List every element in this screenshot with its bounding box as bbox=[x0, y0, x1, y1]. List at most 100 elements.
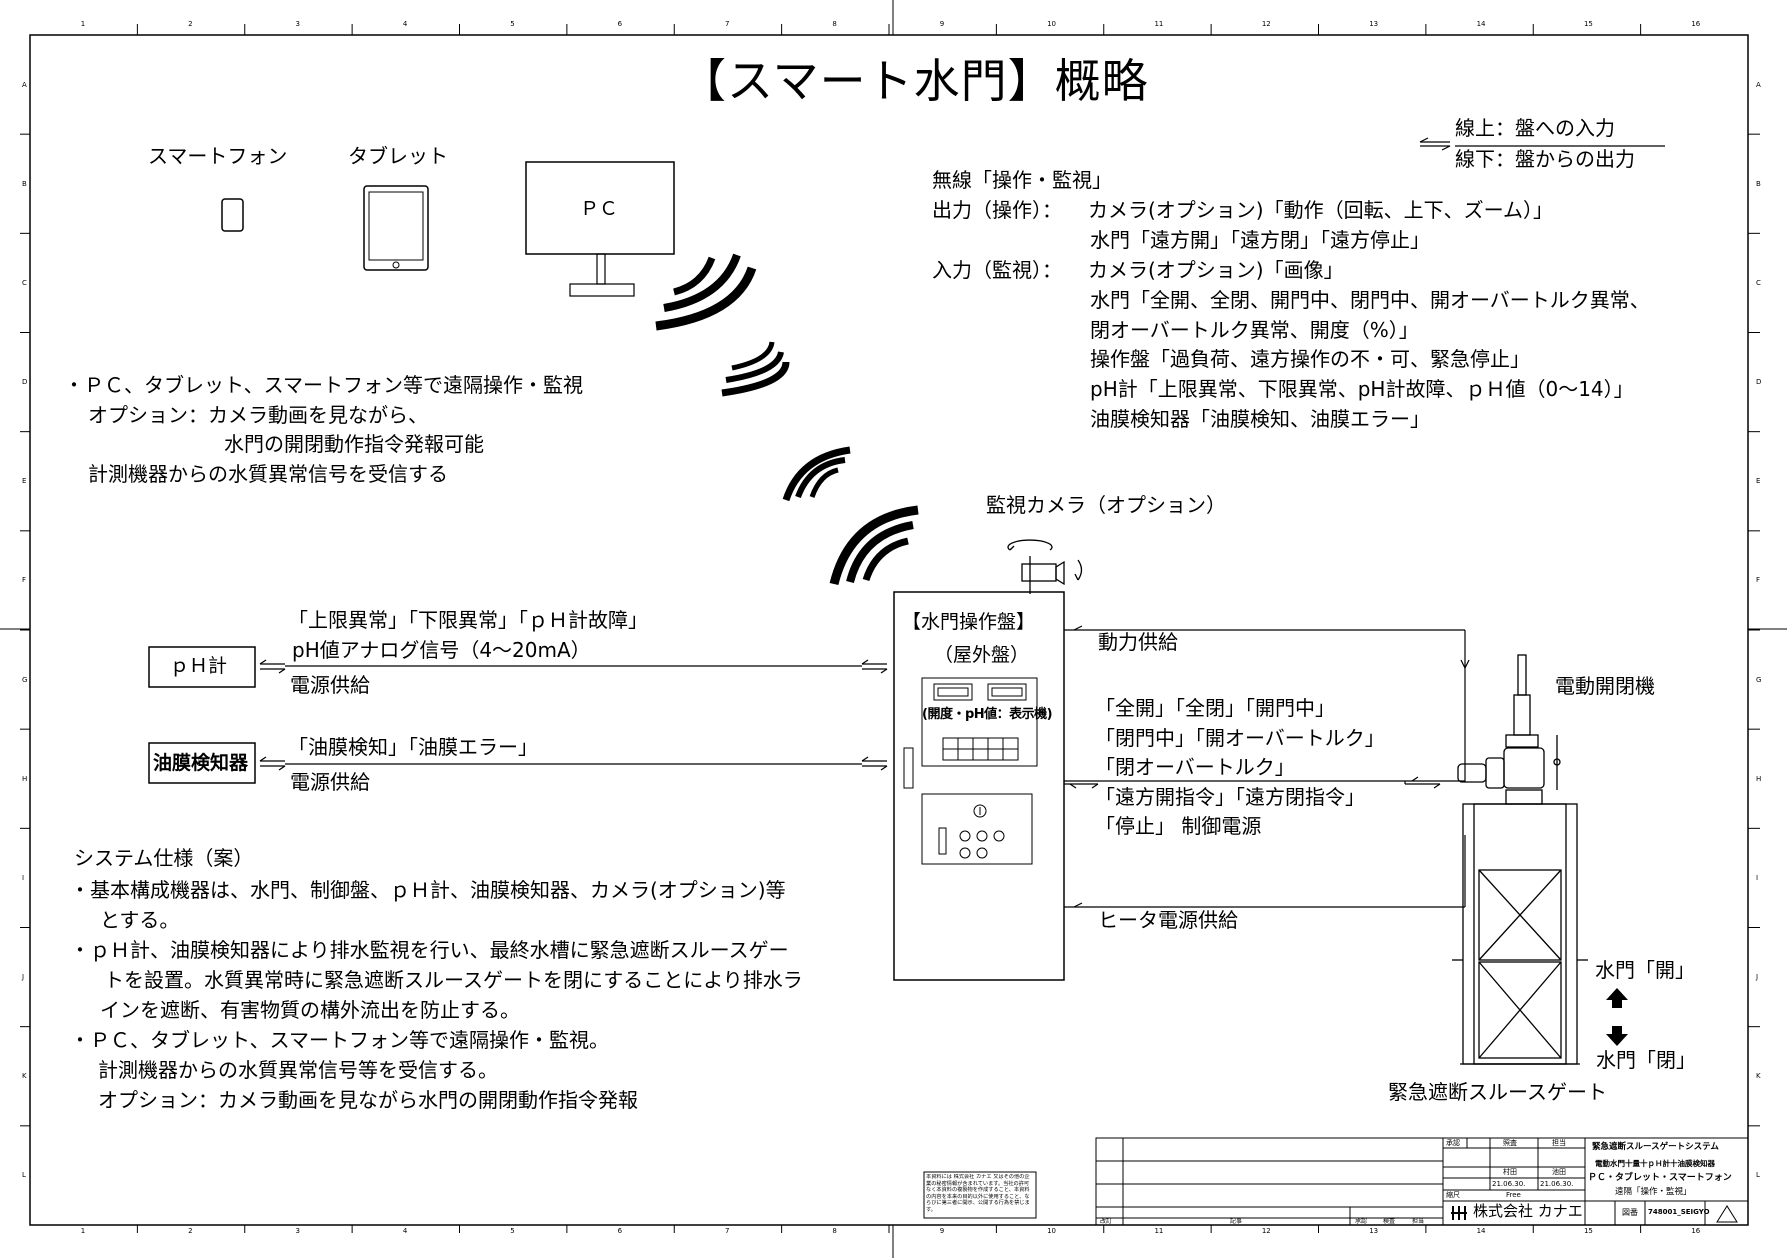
tablet-label: タブレット bbox=[348, 144, 448, 168]
legend-lower-text: 線下：盤からの出力 bbox=[1455, 147, 1635, 171]
tb-drawing-no: 748001_SEIGYO bbox=[1648, 1208, 1710, 1216]
gate-command-text: 「停止」 制御電源 bbox=[1095, 814, 1262, 838]
ruler-col-label: 9 bbox=[939, 1227, 945, 1235]
gate-command-text: 「遠方開指令」「遠方閉指令」 bbox=[1095, 785, 1365, 809]
ruler-col-label: 13 bbox=[1369, 1227, 1379, 1235]
gate-signal-lines bbox=[1064, 625, 1470, 908]
title-block-grid bbox=[1095, 1137, 1749, 1226]
wireless-input-line: 閉オーバートルク異常、開度（%）」 bbox=[1090, 318, 1419, 342]
remote-note: オプション：カメラ動画を見ながら、 bbox=[88, 403, 428, 427]
ruler-col-label: 12 bbox=[1261, 20, 1271, 28]
actuator-label: 電動開閉機 bbox=[1555, 674, 1655, 698]
legend-arrow-icon bbox=[1419, 137, 1665, 151]
ruler-col-label: 1 bbox=[80, 1227, 86, 1235]
ruler-col-label: 9 bbox=[939, 20, 945, 28]
panel-display-label: (開度・pH値：表示機) bbox=[922, 707, 1053, 722]
ruler-ticks bbox=[20, 24, 1760, 1233]
tb-rev: 承認 bbox=[1355, 1218, 1368, 1225]
tb-role: 照査 bbox=[1503, 1139, 1517, 1147]
remote-note: 水門の開閉動作指令発報可能 bbox=[224, 432, 484, 456]
ph-power-text: 電源供給 bbox=[290, 673, 370, 697]
ph-signal-text: pH値アナログ信号（4～20mA） bbox=[292, 638, 591, 662]
tb-rev: 担当 bbox=[1412, 1218, 1425, 1225]
ruler-col-label: 4 bbox=[402, 1227, 408, 1235]
smartphone-label: スマートフォン bbox=[148, 144, 288, 168]
tb-date: 21.06.30. bbox=[1540, 1180, 1574, 1188]
tb-name: 池田 bbox=[1552, 1168, 1566, 1176]
ph-signal-line bbox=[259, 659, 888, 674]
ruler-row-label: E bbox=[22, 477, 27, 486]
ruler-row-label: B bbox=[22, 179, 27, 188]
ruler-col-label: 15 bbox=[1583, 20, 1593, 28]
tb-company: 株式会社 カナエ bbox=[1473, 1202, 1583, 1220]
ruler-row-label: L bbox=[22, 1171, 26, 1180]
gate-status-text: 「閉オーバートルク」 bbox=[1095, 755, 1295, 779]
tb-role: 担当 bbox=[1552, 1139, 1566, 1147]
arrow-up-icon bbox=[1606, 988, 1628, 1008]
spec-line: オプション：カメラ動画を見ながら水門の開閉動作指令発報 bbox=[98, 1088, 638, 1112]
sluice-gate-icon bbox=[1452, 803, 1588, 1065]
gate-status-text: 「閉門中」「開オーバートルク」 bbox=[1095, 726, 1385, 750]
pc-label: ＰＣ bbox=[580, 198, 619, 220]
spec-heading: システム仕様（案） bbox=[74, 846, 254, 870]
oil-detector-box bbox=[148, 742, 256, 784]
ruler-col-label: 2 bbox=[188, 20, 193, 28]
ruler-row-label: H bbox=[1756, 774, 1762, 783]
ruler-row-label: J bbox=[22, 973, 25, 982]
ruler-row-label: I bbox=[22, 873, 25, 882]
power-supply-text: 動力供給 bbox=[1098, 630, 1178, 654]
ruler-col-label: 14 bbox=[1476, 20, 1486, 28]
ruler-col-label: 10 bbox=[1047, 20, 1056, 28]
oil-power-text: 電源供給 bbox=[290, 770, 370, 794]
remote-note: 計測機器からの水質異常信号を受信する bbox=[88, 462, 448, 486]
tb-name: 村田 bbox=[1503, 1168, 1517, 1176]
wireless-input-line: 水門「全開、全閉、開門中、閉門中、開オーバートルク異常、 bbox=[1090, 288, 1650, 312]
ruler-row-label: G bbox=[1756, 675, 1762, 684]
heater-text: ヒータ電源供給 bbox=[1098, 908, 1238, 932]
tb-rev: 検査 bbox=[1383, 1218, 1396, 1225]
spec-line: 計測機器からの水質異常信号等を受信する。 bbox=[98, 1058, 498, 1082]
oil-detector-label: 油膜検知器 bbox=[153, 752, 249, 774]
ruler-row-label: B bbox=[1756, 179, 1761, 188]
ruler-col-label: 11 bbox=[1154, 20, 1164, 28]
tablet-icon bbox=[363, 185, 429, 271]
wireless-output-line: カメラ(オプション)「動作（回転、上下、ズーム）」 bbox=[1088, 198, 1554, 222]
ruler-row-label: K bbox=[22, 1072, 27, 1081]
ruler-row-label: D bbox=[1756, 378, 1762, 387]
ruler-row-label: D bbox=[22, 378, 28, 387]
ruler-col-label: 6 bbox=[617, 20, 623, 28]
arrow-down-icon bbox=[1606, 1026, 1628, 1046]
ruler-row-label: G bbox=[22, 675, 28, 684]
ruler-col-label: 3 bbox=[295, 20, 300, 28]
ruler-col-label: 14 bbox=[1476, 1227, 1486, 1235]
gate-close-label: 水門「閉」 bbox=[1596, 1048, 1696, 1072]
ruler-col-label: 4 bbox=[402, 20, 408, 28]
ruler-col-label: 3 bbox=[295, 1227, 300, 1235]
spec-line: ・基本構成機器は、水門、制御盤、ｐＨ計、油膜検知器、カメラ(オプション)等 bbox=[70, 878, 786, 902]
spec-line: ・ＰＣ、タブレット、スマートフォン等で遠隔操作・監視。 bbox=[70, 1028, 609, 1052]
electric-actuator-icon bbox=[1457, 654, 1561, 805]
ruler-col-label: 5 bbox=[510, 20, 515, 28]
ruler-col-label: 8 bbox=[832, 1227, 837, 1235]
ruler-col-label: 1 bbox=[80, 20, 86, 28]
smartphone-icon bbox=[221, 198, 244, 232]
ruler-row-label: F bbox=[1756, 576, 1761, 585]
wifi-signal-icon bbox=[655, 253, 790, 397]
wireless-input-line: 油膜検知器「油膜検知、油膜エラー」 bbox=[1090, 407, 1430, 431]
ruler-col-label: 12 bbox=[1261, 1227, 1271, 1235]
ph-meter-label: ｐＨ計 bbox=[170, 655, 228, 677]
ruler-row-label: I bbox=[1756, 873, 1759, 882]
oil-signal-text: 「油膜検知」「油膜エラー」 bbox=[288, 735, 538, 759]
panel-title: 【水門操作盤】 bbox=[902, 611, 1036, 633]
ruler-row-label: A bbox=[1756, 80, 1761, 89]
tb-rev: 改訂 bbox=[1100, 1218, 1113, 1225]
tb-drawing-no-label: 図番 bbox=[1622, 1208, 1638, 1217]
ph-meter-box bbox=[148, 646, 256, 688]
ruler-col-label: 2 bbox=[188, 1227, 193, 1235]
tb-line3: ＰＣ・タブレット・スマートフォン bbox=[1588, 1173, 1732, 1183]
remote-note: ・ＰＣ、タブレット、スマートフォン等で遠隔操作・監視 bbox=[64, 373, 583, 397]
pc-monitor-icon bbox=[525, 161, 675, 297]
spec-line: インを遮断、有害物質の構外流出を防止する。 bbox=[100, 998, 520, 1022]
ruler-row-label: C bbox=[22, 278, 27, 287]
